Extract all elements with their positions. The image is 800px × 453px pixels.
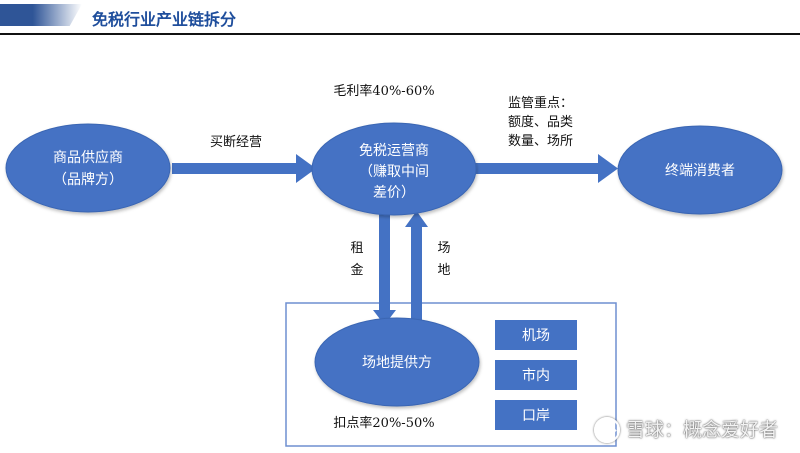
- node-consumer: 终端消费者: [617, 125, 783, 215]
- label-regulation-line1: 额度、品类: [508, 114, 573, 130]
- label-venue-1: 场: [437, 241, 450, 256]
- node-operator-sublabel-2: 差价）: [373, 185, 415, 201]
- node-supplier: 商品供应商 （品牌方）: [5, 123, 171, 213]
- arrow-rent-down: [373, 212, 396, 325]
- venue-type-downtown-label: 市内: [522, 367, 550, 384]
- node-venue-label: 场地提供方: [362, 355, 432, 371]
- title-accent-bar: [0, 4, 82, 26]
- page-title: 免税行业产业链拆分: [92, 10, 237, 29]
- label-regulation-line2: 数量、场所: [508, 134, 573, 149]
- node-operator: 免税运营商 （赚取中间 差价）: [311, 122, 477, 216]
- watermark: 雪球：概念爱好者: [593, 415, 778, 443]
- venue-type-downtown: 市内: [495, 360, 577, 390]
- arrow-venue-up: [405, 211, 428, 325]
- label-deduction-rate: 扣点率20%-50%: [333, 415, 434, 431]
- label-buyout: 买断经营: [210, 135, 262, 150]
- label-gross-margin: 毛利率40%-60%: [333, 83, 434, 99]
- snowball-logo-icon: [593, 417, 620, 443]
- venue-type-airport-label: 机场: [522, 328, 550, 344]
- venue-type-port-label: 口岸: [522, 408, 550, 424]
- label-rent-2: 金: [350, 262, 363, 278]
- title-underline: [0, 33, 800, 35]
- arrow-operator-to-consumer: [470, 154, 618, 183]
- node-supplier-label: 商品供应商: [53, 149, 123, 166]
- label-venue-2: 地: [437, 263, 450, 278]
- arrow-supplier-to-operator: [172, 154, 316, 183]
- node-venue: 场地提供方: [314, 317, 480, 407]
- venue-type-port: 口岸: [495, 400, 577, 430]
- node-supplier-sublabel: （品牌方）: [53, 171, 123, 188]
- venue-group-box: [285, 302, 617, 447]
- watermark-text: 雪球：概念爱好者: [625, 418, 778, 441]
- node-consumer-label: 终端消费者: [665, 163, 735, 179]
- label-regulation-title: 监管重点：: [508, 95, 573, 111]
- venue-type-airport: 机场: [495, 320, 577, 350]
- node-operator-label: 免税运营商: [359, 143, 429, 159]
- label-rent-1: 租: [350, 241, 363, 256]
- node-operator-sublabel-1: （赚取中间: [359, 164, 429, 180]
